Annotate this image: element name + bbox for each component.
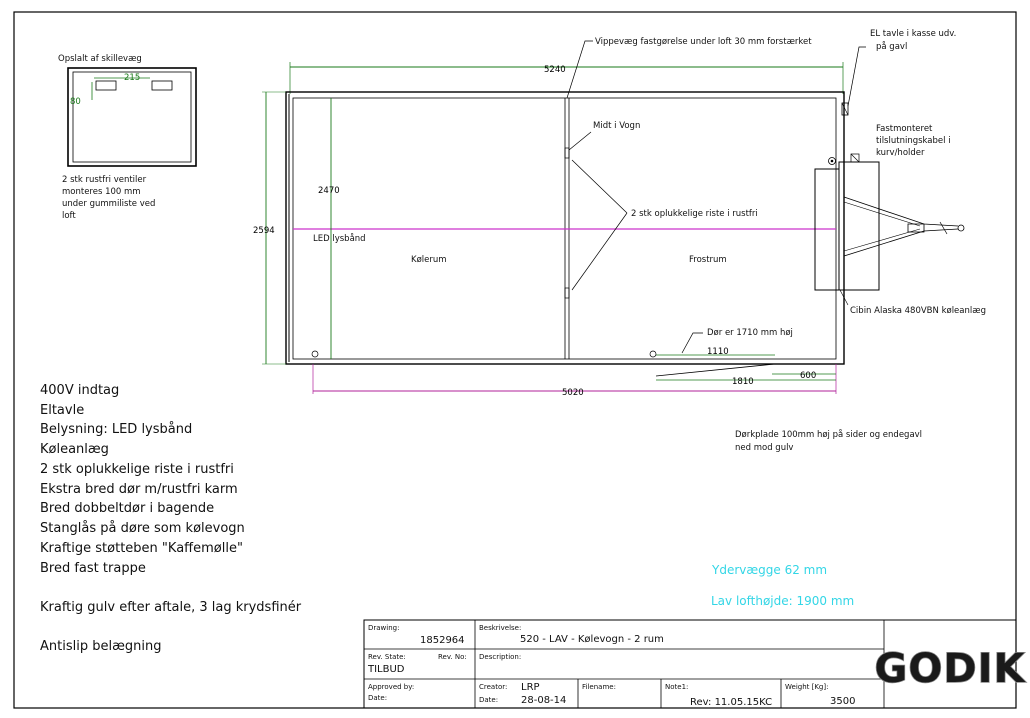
- dim-80: 80: [70, 97, 81, 107]
- grates-label: 2 stk oplukkelige riste i rustfri: [631, 209, 758, 219]
- date-label: Date:: [368, 694, 387, 702]
- desc-value: 520 - LAV - Kølevogn - 2 rum: [520, 634, 664, 645]
- title-block-frame: [363, 619, 1017, 709]
- kick-plate-note-1: Dørkplade 100mm høj på sider og endegavl: [735, 429, 922, 440]
- vents-note-1: 2 stk rustfri ventiler: [62, 175, 147, 185]
- cooling-unit-label: Cibin Alaska 480VBN køleanlæg: [850, 306, 986, 316]
- floor-note: Kraftig gulv efter aftale, 3 lag krydsfi…: [40, 600, 302, 615]
- dim-5020: 5020: [562, 388, 584, 398]
- dim-5240: 5240: [544, 65, 566, 75]
- jockey-wheel-icon: [939, 221, 948, 235]
- feature-item: Stanglås på døre som kølevogn: [40, 521, 245, 536]
- vent-rect-right: [151, 80, 173, 91]
- vents-note-4: loft: [62, 211, 76, 221]
- feature-item: Bred fast trappe: [40, 561, 146, 576]
- feature-item: Bred dobbeltdør i bagende: [40, 501, 214, 516]
- hitch-ball-icon: [957, 224, 965, 232]
- el-panel-leader: [847, 46, 866, 107]
- led-label: LED lysbånd: [313, 233, 366, 244]
- door-note-leader: [681, 332, 703, 354]
- grate-lower: [564, 287, 570, 299]
- cooling-unit-leader: [839, 289, 849, 306]
- el-panel-box-icon: [841, 102, 849, 116]
- feature-item: 400V indtag: [40, 383, 119, 398]
- feature-item: Eltavle: [40, 403, 84, 418]
- hinged-wall-leader: [566, 40, 593, 99]
- creator-value: LRP: [521, 682, 540, 693]
- date-label-2: Date:: [479, 696, 498, 704]
- note-label: Note1:: [665, 683, 688, 691]
- logo-background: [889, 626, 1011, 702]
- cable-holder-diag: [850, 153, 860, 163]
- feature-item: Ekstra bred dør m/rustfri karm: [40, 482, 238, 497]
- wall-detail-inner: [72, 71, 192, 163]
- drawbar-lower: [843, 228, 959, 257]
- rev-no-label: Rev. No:: [438, 653, 467, 661]
- door-swing-line: [655, 363, 776, 377]
- grates-leader-2: [571, 212, 628, 291]
- drawing-value: 1852964: [420, 635, 465, 646]
- dim-1110: 1110: [707, 347, 729, 357]
- kick-plate-note-2: ned mod gulv: [735, 443, 793, 453]
- dim-600: 600: [800, 371, 816, 381]
- rev-state-value: TILBUD: [367, 664, 405, 675]
- coupling-head: [907, 223, 925, 233]
- drawbar-upper-inner: [843, 201, 921, 227]
- feature-item: Kraftige støtteben "Kaffemølle": [40, 541, 243, 556]
- note-value: Rev: 11.05.15KC: [690, 697, 772, 708]
- drawbar-upper: [843, 196, 959, 227]
- feature-item: Belysning: LED lysbånd: [40, 422, 192, 437]
- grates-leader-1: [571, 159, 628, 214]
- vents-note-2: monteres 100 mm: [62, 187, 141, 197]
- door-hinge-icon: [649, 350, 657, 358]
- el-panel-label-1: EL tavle i kasse udv.: [870, 29, 956, 39]
- middle-leader: [568, 131, 592, 151]
- cable-outlet-icon: [828, 157, 836, 165]
- desc-label: Beskrivelse:: [479, 624, 521, 632]
- el-panel-label-2: på gavl: [876, 41, 907, 52]
- door-height-note: Dør er 1710 mm høj: [707, 328, 793, 338]
- front-door-hinge-icon: [311, 350, 319, 358]
- dim-215: 215: [124, 73, 140, 83]
- feature-item: Køleanlæg: [40, 442, 109, 457]
- filename-label: Filename:: [582, 683, 616, 691]
- description-label: Description:: [479, 653, 521, 661]
- middle-label: Midt i Vogn: [593, 121, 640, 131]
- trailer-body-outer: [285, 91, 845, 365]
- wall-detail-title: Opslalt af skillevæg: [58, 54, 142, 64]
- fixed-cable-label-3: kurv/holder: [876, 148, 925, 158]
- title-block: Drawing: 1852964 Beskrivelse: 520 - LAV …: [363, 619, 1027, 709]
- dim-1810: 1810: [732, 377, 754, 387]
- feature-item: 2 stk oplukkelige riste i rustfri: [40, 462, 234, 477]
- weight-label: Weight [Kg]:: [785, 683, 828, 691]
- feature-list: 400V indtag Eltavle Belysning: LED lysbå…: [40, 383, 302, 654]
- cable-outlet-dot: [830, 159, 834, 163]
- hinged-wall-label: Vippevæg fastgørelse under loft 30 mm fo…: [595, 37, 812, 47]
- el-panel-box-diag: [841, 102, 849, 116]
- dim-2470: 2470: [318, 186, 340, 196]
- vent-rect-left: [95, 80, 117, 91]
- ceiling-height-note: Lav lofthøjde: 1900 mm: [711, 594, 854, 608]
- weight-value: 3500: [830, 696, 855, 707]
- fixed-cable-label-1: Fastmonteret: [876, 124, 933, 134]
- antislip-note: Antislip belægning: [40, 639, 161, 654]
- fixed-cable-label-2: tilslutningskabel i: [876, 136, 951, 146]
- dim-2594: 2594: [253, 226, 275, 236]
- freezer-room-label: Frostrum: [689, 255, 727, 265]
- logo-text: GODIK: [875, 646, 1027, 692]
- cold-room-label: Kølerum: [411, 255, 447, 265]
- grate-upper: [564, 147, 570, 159]
- cooling-unit-housing: [838, 161, 880, 291]
- creator-label: Creator:: [479, 683, 507, 691]
- approved-label: Approved by:: [368, 683, 414, 691]
- wall-detail-frame: [67, 67, 197, 167]
- drawbar-lower-inner: [843, 228, 921, 252]
- outer-walls-note: Ydervægge 62 mm: [711, 563, 827, 577]
- date-value: 28-08-14: [521, 695, 566, 706]
- rev-state-label: Rev. State:: [368, 653, 406, 661]
- vents-note-3: under gummiliste ved: [62, 199, 155, 209]
- godik-logo: GODIK: [874, 626, 1027, 702]
- drawing-label: Drawing:: [368, 624, 399, 632]
